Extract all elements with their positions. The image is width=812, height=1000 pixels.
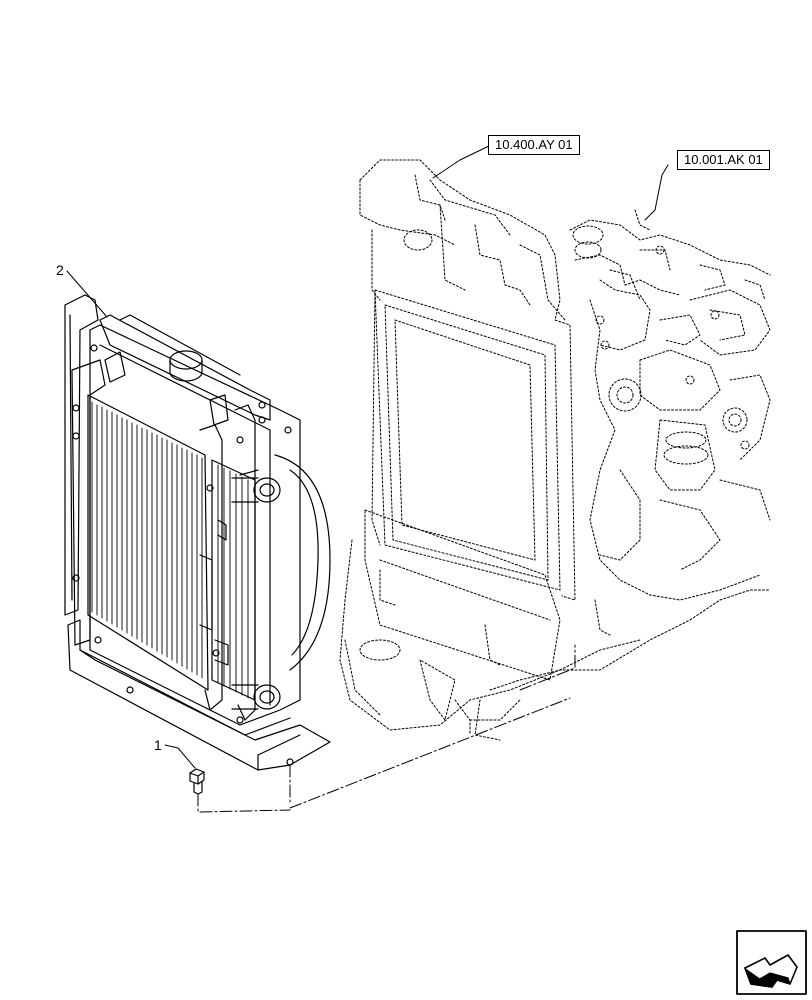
engine-assembly-dotted <box>339 159 771 741</box>
reference-box-10-001-ak[interactable]: 10.001.AK 01 <box>677 150 770 170</box>
leader-lines <box>66 144 669 769</box>
bolt-fastener <box>189 768 205 795</box>
radiator-assembly <box>64 294 331 771</box>
callout-item-2: 2 <box>56 262 64 278</box>
reference-box-10-400-ay[interactable]: 10.400.AY 01 <box>488 135 580 155</box>
radiator-core-fins <box>91 401 203 679</box>
callout-item-1: 1 <box>154 737 162 753</box>
next-page-arrow-icon[interactable] <box>736 930 807 995</box>
assembly-centerlines <box>197 644 576 813</box>
